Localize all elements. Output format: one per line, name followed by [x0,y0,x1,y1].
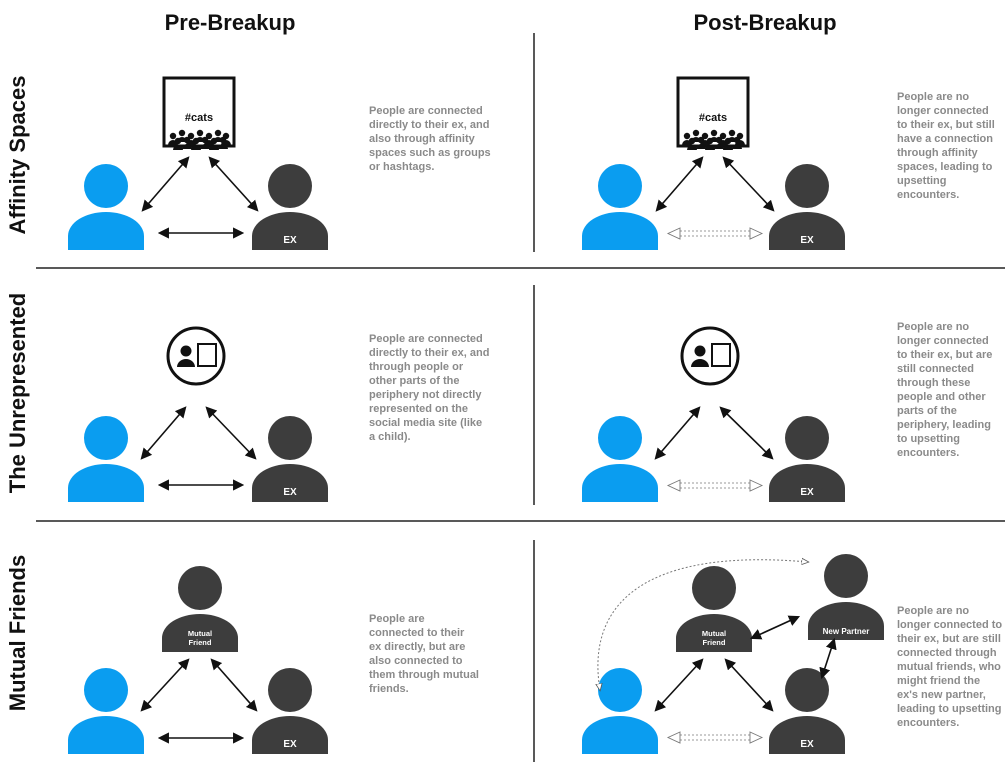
arrow-new-partner-to-ex [819,637,837,680]
arrow-mutual-to-ex [724,658,774,712]
broken-connection-arrow [666,479,764,492]
user-person-icon [582,164,658,250]
ex-label: EX [283,235,297,246]
mutual-pre-description: People are connected to their ex directl… [369,613,479,695]
affinity-post-description: People are no longer connected to their … [897,91,995,201]
user-person-icon [582,416,658,502]
hashtag-label: #cats [699,112,727,124]
unrepresented-pre-description: People are connected directly to their e… [369,333,490,443]
arrow-user-to-group [141,156,190,212]
arrow-periphery-to-ex [719,406,774,460]
arrow-group-to-ex [208,156,259,212]
mutual-friend-label-line2: Friend [703,638,726,647]
mutual-post-diagram: Mutual Friend New Partner EX [582,554,884,754]
affinity-pre-diagram: #cats EX [68,78,328,250]
column-title-pre-breakup: Pre-Breakup [164,10,296,35]
arrow-mutual-to-ex [210,658,258,712]
unrepresented-pre-diagram: EX [68,326,328,502]
affinity-pre-description: People are connected directly to their e… [369,105,491,173]
ex-label: EX [283,739,297,750]
arrow-user-to-mutual [654,658,704,712]
mutual-pre-diagram: Mutual Friend EX [68,566,328,754]
arrow-user-to-group [655,156,704,212]
broken-connection-arrow [666,731,764,744]
arrow-group-to-ex [722,156,775,212]
broken-connection-arrow [666,227,764,240]
arrow-mutual-to-new-partner [749,615,801,640]
affinity-post-diagram: #cats EX [582,78,845,250]
unrepresented-post-description: People are no longer connected to their … [897,321,993,459]
user-person-icon [68,164,144,250]
mutual-friend-label-line1: Mutual [702,629,726,638]
mutual-friend-label-line2: Friend [189,638,212,647]
user-person-icon [68,416,144,502]
unrepresented-post-diagram: EX [582,326,845,502]
arrow-user-to-periphery [140,406,187,460]
ex-label: EX [283,487,297,498]
new-partner-label: New Partner [823,627,870,636]
mutual-friend-label-line1: Mutual [188,629,212,638]
column-title-post-breakup: Post-Breakup [693,10,837,35]
ex-label: EX [800,739,814,750]
dashed-arrow-user-to-new-partner [598,560,808,690]
user-person-icon [582,668,658,754]
ex-label: EX [800,487,814,498]
arrow-periphery-to-ex [205,406,257,460]
arrow-user-to-mutual [140,658,190,712]
periphery-icon [166,326,226,386]
hashtag-label: #cats [185,112,213,124]
user-person-icon [68,668,144,754]
ex-label: EX [800,235,814,246]
mutual-post-description: People are no longer connected to their … [897,605,1003,729]
periphery-icon [680,326,740,386]
arrow-user-to-periphery [654,406,701,460]
